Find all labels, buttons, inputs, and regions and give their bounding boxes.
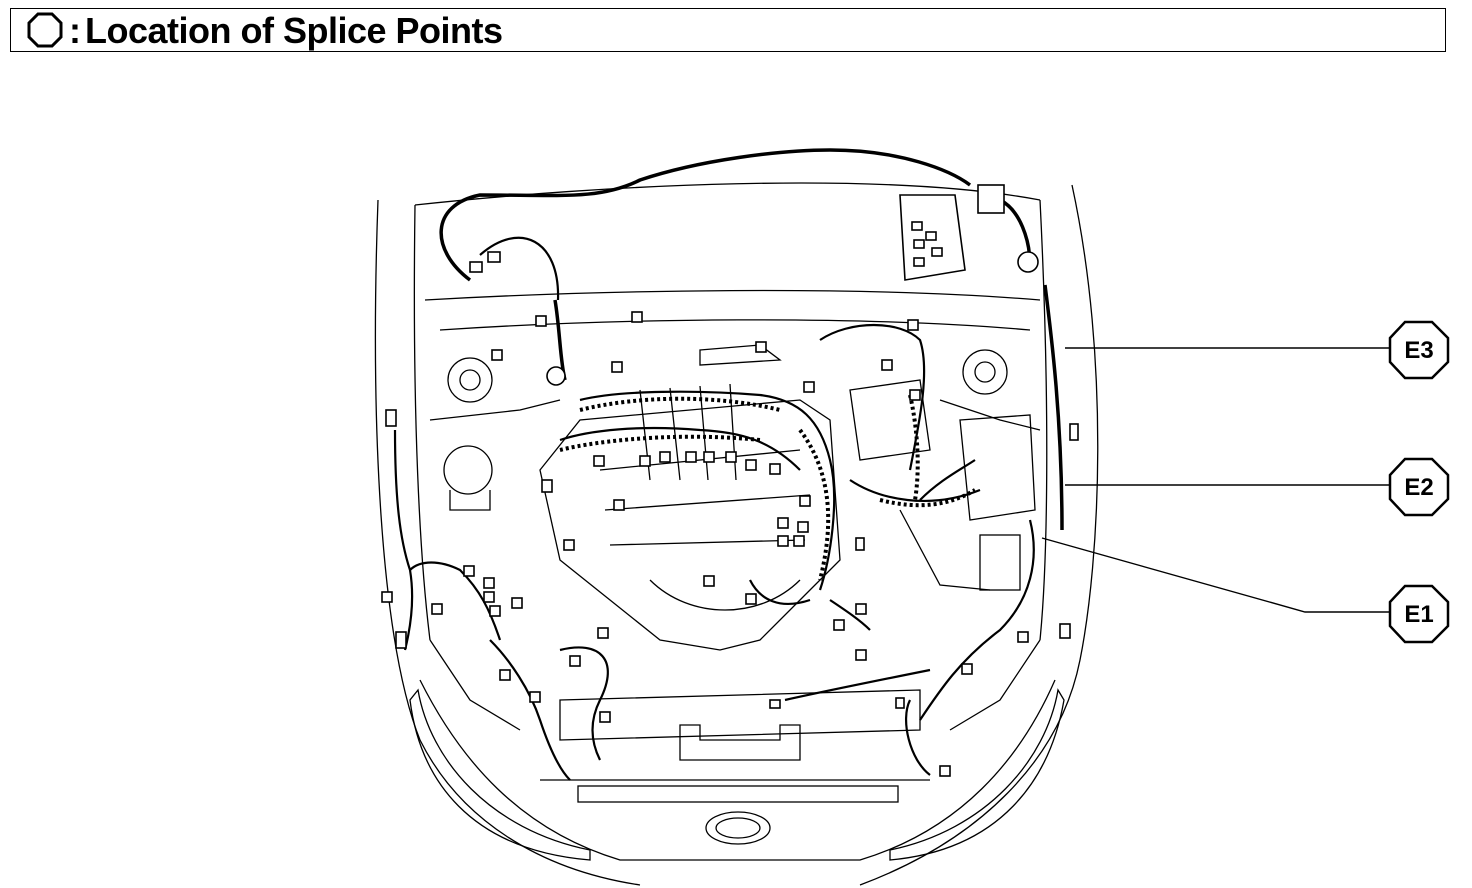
splice-point-e2: E2 (1065, 457, 1450, 517)
title-colon: : (69, 10, 81, 51)
octagon-icon (1388, 584, 1450, 644)
vehicle-body-outline (374, 182, 1099, 886)
wire-harness-main (439, 148, 1064, 531)
octagon-icon (1388, 320, 1450, 380)
engine-block (539, 344, 1036, 651)
splice-label-e3: E3 (1404, 337, 1433, 364)
wire-harness-secondary (393, 236, 1035, 781)
strut-towers (443, 349, 1008, 511)
octagon-icon (1388, 457, 1450, 517)
splice-label-e2: E2 (1404, 474, 1433, 501)
splice-point-e3: E3 (1065, 320, 1450, 380)
splice-point-callouts: E3 E2 E1 (1041, 320, 1450, 644)
connectors (381, 251, 1079, 777)
octagon-symbol-icon (27, 12, 63, 48)
title-bar: : Location of Splice Points (10, 8, 1446, 52)
splice-point-e1: E1 (1041, 537, 1450, 644)
wire-harness-taped (559, 394, 977, 581)
splice-label-e1: E1 (1404, 601, 1433, 628)
page-title: Location of Splice Points (85, 10, 503, 51)
relay-block (546, 184, 1039, 386)
